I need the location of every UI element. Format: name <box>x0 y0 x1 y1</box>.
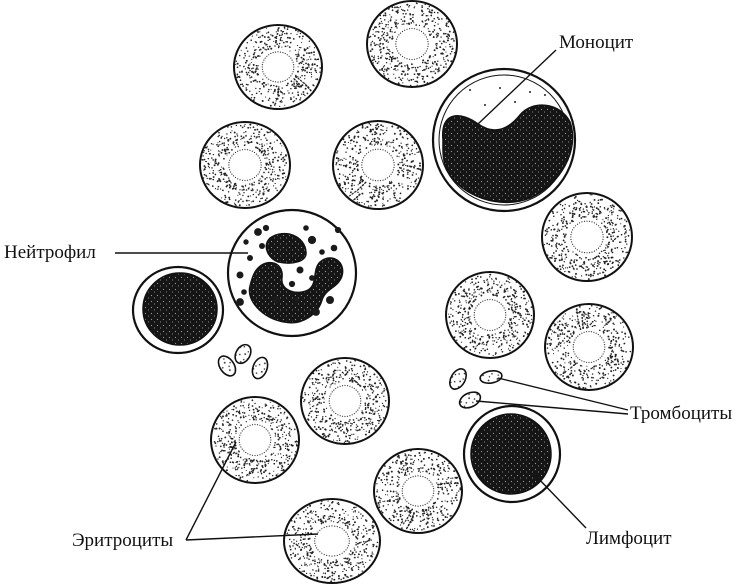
erythrocyte <box>445 271 535 359</box>
label-erythrocytes: Эритроциты <box>72 530 173 551</box>
erythrocyte <box>233 24 323 110</box>
erythrocyte <box>300 357 390 445</box>
erythrocyte <box>199 121 291 209</box>
erythrocyte <box>283 498 381 584</box>
erythrocyte-cells <box>199 0 634 584</box>
small-lymphocyte-cell <box>131 265 225 355</box>
neutrophil-granules <box>236 224 342 316</box>
erythrocyte <box>373 448 463 534</box>
leader-lines <box>115 49 629 541</box>
erythrocyte <box>541 192 633 282</box>
label-monocyte: Моноцит <box>559 32 634 53</box>
erythrocyte <box>544 303 634 391</box>
erythrocyte <box>332 120 424 210</box>
monocyte-cell <box>431 67 577 213</box>
platelets-left <box>217 343 269 380</box>
label-lymphocyte: Лимфоцит <box>586 528 672 549</box>
platelets-right <box>449 368 503 409</box>
erythrocyte <box>366 0 458 88</box>
label-platelets: Тромбоциты <box>630 403 732 424</box>
lymphocyte-cell <box>462 404 562 504</box>
neutrophil-cell <box>226 208 358 338</box>
label-neutrophil: Нейтрофил <box>4 242 96 263</box>
erythrocyte <box>210 396 300 484</box>
